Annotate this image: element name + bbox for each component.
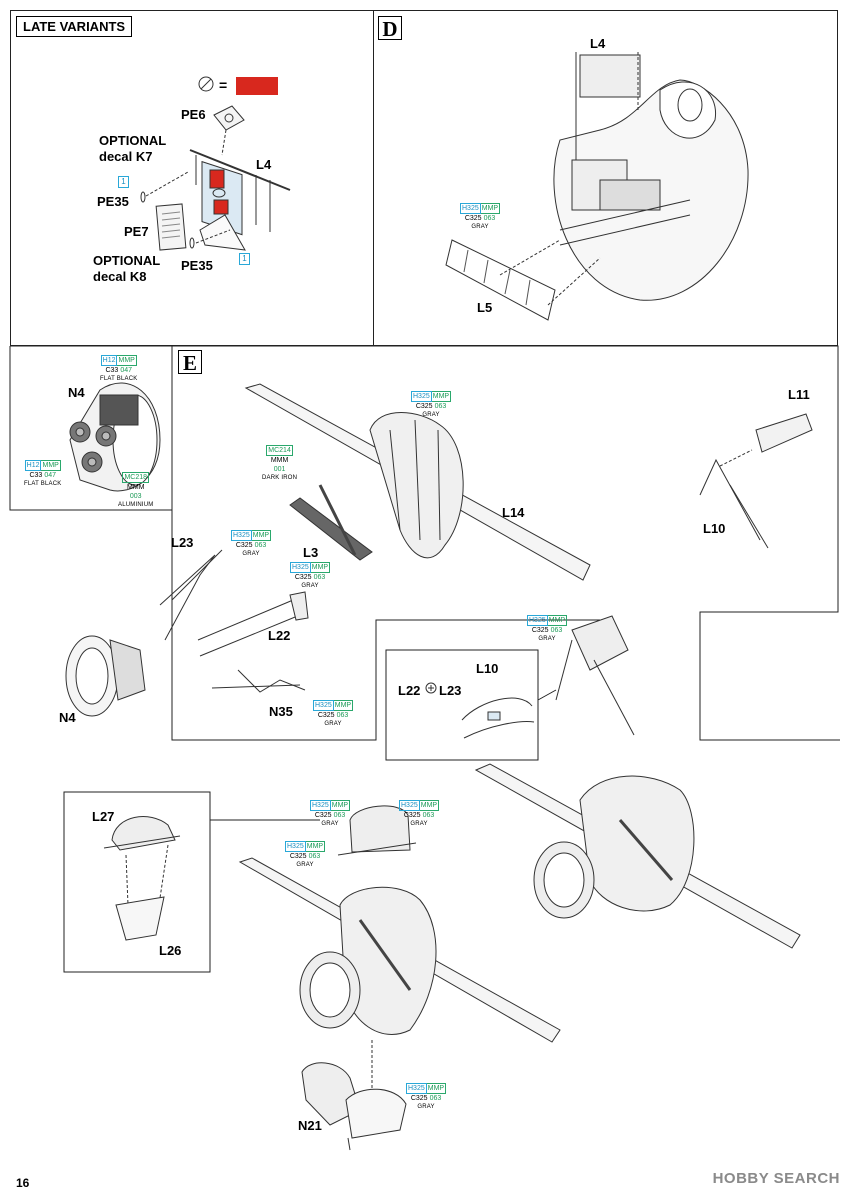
late-variants-title: LATE VARIANTS [16,16,133,37]
step-d-art [446,52,748,320]
paint-equals-symbol: = [219,77,228,93]
label-l3: L3 [303,545,319,560]
label-l26: L26 [159,943,182,958]
label-pe7: PE7 [124,224,149,239]
label-n4: N4 [59,710,76,725]
label-n4-inset: N4 [68,385,85,400]
label-detail-l22: L22 [398,683,421,698]
label-l27: L27 [92,809,115,824]
label-l4-late: L4 [256,157,272,172]
label-l23: L23 [171,535,194,550]
label-pe35-bottom: PE35 [181,258,213,273]
label-l4-d: L4 [590,36,606,51]
label-l5: L5 [477,300,493,315]
color-callout-aluminium: MC218 MMM 003 ALUMINIUM [118,472,154,508]
qty-badge-bottom: 1 [239,253,250,265]
qty-badge-left: 1 [118,176,129,188]
red-swatch [236,77,278,95]
step-e-art [66,384,812,1150]
label-pe6: PE6 [181,107,206,122]
detail-inset-frame [386,650,538,760]
label-l10: L10 [703,521,726,536]
label-l11: L11 [788,387,810,402]
label-n21: N21 [298,1118,322,1133]
label-optional-k7-line2: decal K7 [99,149,153,164]
label-pe35-left: PE35 [97,194,129,209]
step-e-boundary [10,346,840,740]
engine-n4-art [70,383,160,491]
step-d-marker: D [378,16,402,41]
color-callout-dark-iron: MC214 MMM 001 DARK IRON [262,445,298,481]
label-optional-k8-line2: decal K8 [93,269,147,284]
l5-part [446,240,555,320]
step-e-marker: E [178,350,202,375]
label-detail-l10: L10 [476,661,499,676]
label-l22: L22 [268,628,291,643]
label-optional-k8-line1: OPTIONAL [93,253,161,268]
label-n35: N35 [269,704,293,719]
pe6-plate [214,106,244,130]
label-l14: L14 [502,505,525,520]
hood-inset-frame [210,792,320,820]
page-number: 16 [16,1176,30,1190]
late-variants-art [141,77,290,250]
label-detail-l23: L23 [439,683,462,698]
label-optional-k7-line1: OPTIONAL [99,133,167,148]
watermark: HOBBY SEARCH [712,1170,840,1187]
